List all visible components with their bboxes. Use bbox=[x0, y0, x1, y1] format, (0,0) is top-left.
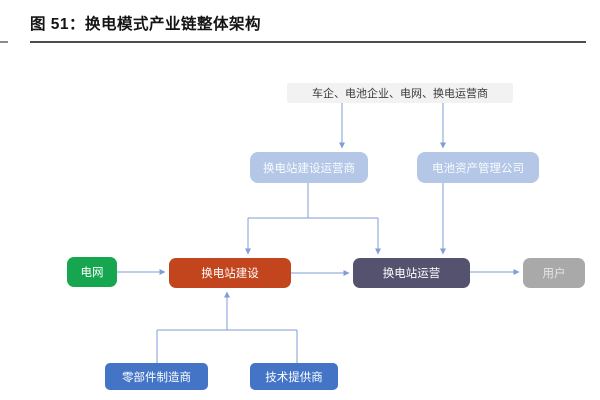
node-battery-asset-management: 电池资产管理公司 bbox=[417, 152, 539, 183]
node-station-builder-operator: 换电站建设运营商 bbox=[250, 152, 368, 183]
node-stakeholders: 车企、电池企业、电网、换电运营商 bbox=[287, 83, 513, 103]
title-underline bbox=[30, 41, 586, 43]
node-power-grid: 电网 bbox=[67, 257, 117, 287]
node-tech-provider: 技术提供商 bbox=[250, 363, 338, 390]
node-parts-manufacturer: 零部件制造商 bbox=[105, 363, 208, 390]
figure-title: 图 51：换电模式产业链整体架构 bbox=[30, 16, 262, 33]
node-station-construction: 换电站建设 bbox=[169, 258, 291, 288]
title-rule-left-stub bbox=[0, 41, 8, 43]
node-user: 用户 bbox=[523, 258, 585, 288]
node-station-operation: 换电站运营 bbox=[353, 258, 470, 288]
